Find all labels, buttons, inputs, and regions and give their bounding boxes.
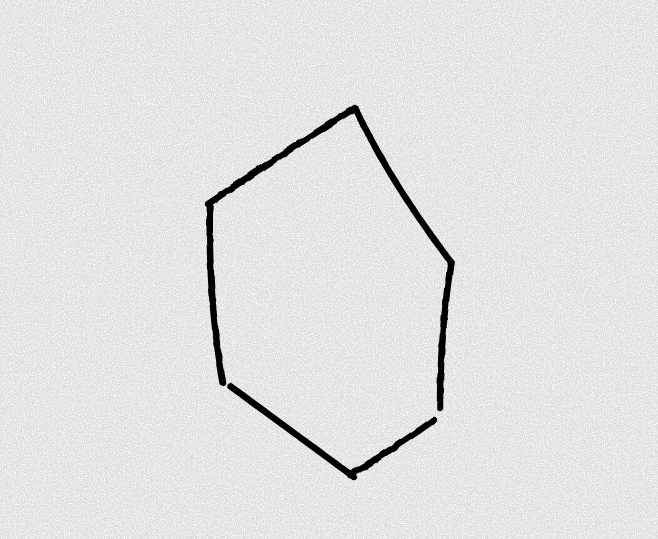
hexagon-shape (204, 104, 455, 481)
hexagon-edge-right (436, 258, 455, 412)
hexagon-edge-top-left (204, 104, 359, 208)
hexagon-edge-top-right (351, 104, 455, 266)
hexagon-edge-bottom-right (346, 416, 438, 479)
hexagon-edge-left (206, 201, 227, 387)
hexagon-edge-bottom-left (226, 382, 358, 481)
